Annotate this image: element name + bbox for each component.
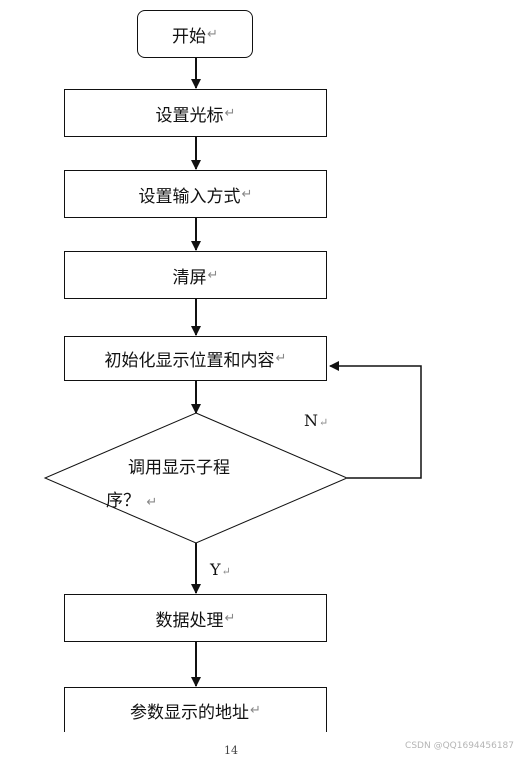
step-label: 初始化显示位置和内容 bbox=[104, 351, 275, 371]
decision-line-2: 序？ bbox=[106, 491, 140, 511]
step-set-input-mode: 设置输入方式↵ bbox=[64, 170, 327, 218]
return-mark-icon: ↵ bbox=[207, 267, 219, 283]
page-number: 14 bbox=[224, 744, 238, 757]
yes-branch-label: Y↵ bbox=[210, 560, 231, 579]
step-clear-screen: 清屏↵ bbox=[64, 251, 327, 299]
no-branch-label: N↵ bbox=[304, 411, 329, 430]
return-mark-icon: ↵ bbox=[224, 610, 236, 626]
step-label: 参数显示的地址 bbox=[130, 702, 250, 723]
return-mark-icon: ↵ bbox=[250, 702, 261, 718]
watermark: CSDN @QQ1694456187 bbox=[405, 741, 514, 751]
return-mark-icon: ↵ bbox=[207, 26, 218, 42]
step-data-processing: 数据处理↵ bbox=[64, 594, 327, 642]
return-mark-icon: ↵ bbox=[319, 416, 329, 429]
step-label: 数据处理 bbox=[155, 610, 224, 631]
return-mark-icon: ↵ bbox=[221, 565, 231, 578]
step-label: 设置输入方式 bbox=[138, 186, 241, 207]
return-mark-icon: ↵ bbox=[146, 495, 158, 510]
step-set-cursor: 设置光标↵ bbox=[64, 89, 327, 137]
step-label: 清屏 bbox=[172, 267, 207, 288]
step-init-display: 初始化显示位置和内容↵ bbox=[64, 336, 327, 381]
start-node: 开始↵ bbox=[137, 10, 253, 58]
return-mark-icon: ↵ bbox=[224, 105, 236, 121]
start-label: 开始 bbox=[172, 26, 207, 47]
return-mark-icon: ↵ bbox=[241, 186, 253, 202]
no-loop-line bbox=[329, 361, 422, 479]
decision-line-1: 调用显示子程 bbox=[128, 458, 230, 478]
return-mark-icon: ↵ bbox=[275, 351, 287, 366]
step-param-display-address: 参数显示的地址↵ bbox=[64, 687, 327, 732]
step-label: 设置光标 bbox=[155, 105, 224, 126]
decision-text: 调用显示子程 序？ ↵ bbox=[96, 452, 296, 519]
